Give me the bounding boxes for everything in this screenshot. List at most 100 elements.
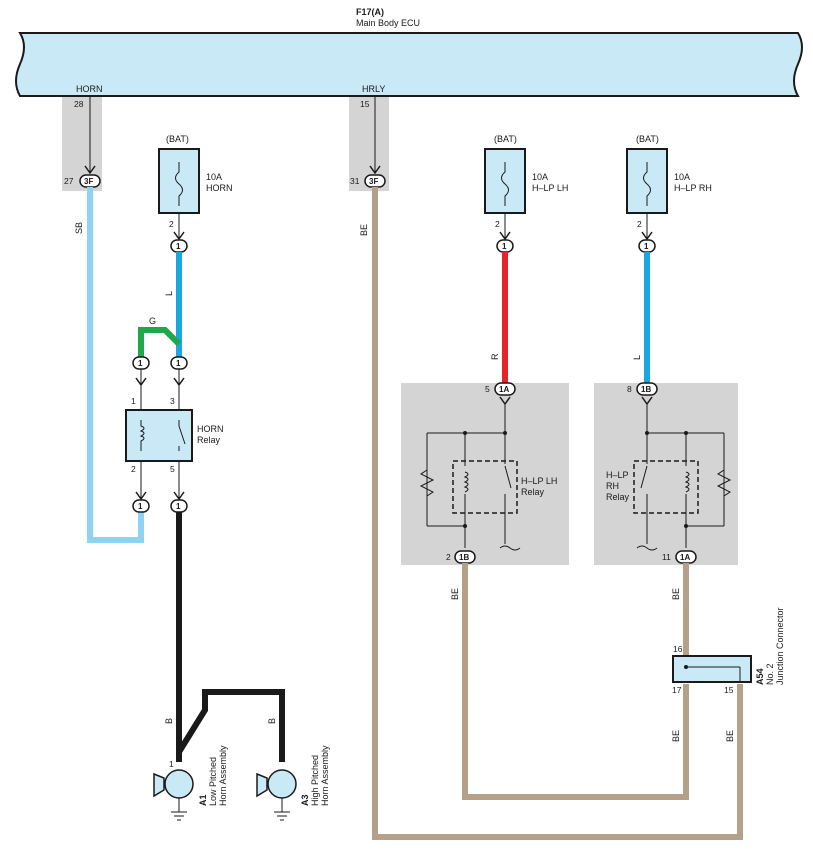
- relay-pin: 2: [131, 464, 136, 474]
- ecu-terminal-hrly: HRLY: [362, 84, 385, 94]
- wire-label-b: B: [164, 718, 174, 724]
- junction-connector-a54: [672, 655, 752, 683]
- fuse-icon: [175, 162, 183, 206]
- hlp-lh-relay: [452, 460, 518, 514]
- connector-pin: 8: [627, 384, 632, 394]
- hlp-rh-relay-label2: RH: [606, 481, 619, 491]
- junction-dot: [684, 665, 688, 669]
- junction-dot: [684, 524, 688, 528]
- ecu-terminal-horn: HORN: [76, 84, 103, 94]
- arrow-icon: [135, 377, 147, 387]
- horn-a1-label1: Low Pitched: [208, 757, 218, 806]
- fuse-horn-name: HORN: [206, 183, 233, 193]
- connector-label: 1: [138, 502, 143, 511]
- fuse-horn-source: (BAT): [166, 134, 189, 144]
- connector-pin: 31: [350, 176, 360, 186]
- horn-a1-id: A1: [198, 794, 208, 806]
- fuse-rh-source: (BAT): [636, 134, 659, 144]
- horn-body: [164, 769, 194, 799]
- hlp-lh-relay-label: H–LP LH: [521, 476, 557, 486]
- fuse-icon: [501, 162, 509, 206]
- fuse-lh-source: (BAT): [494, 134, 517, 144]
- arrow-icon: [369, 165, 381, 175]
- horn-relay: [125, 409, 193, 462]
- relay-coil-icon: [463, 471, 469, 493]
- arrow-icon: [84, 165, 96, 175]
- connector-label: 3F: [369, 177, 378, 186]
- connector-label: 1: [138, 359, 143, 368]
- fuse-rh-pin: 2: [637, 219, 642, 229]
- connector-label: 1A: [499, 385, 509, 394]
- wire-label-be: BE: [359, 224, 369, 236]
- jc-pin: 17: [672, 685, 682, 695]
- jc-pin: 16: [673, 644, 683, 654]
- junction-dot: [645, 431, 649, 435]
- horn-relay-label: HORN: [197, 424, 224, 434]
- connector-label: 3F: [84, 177, 93, 186]
- connector-label: 1: [176, 242, 181, 251]
- relay-pin: 1: [131, 396, 136, 406]
- wire-label-sb: SB: [74, 222, 84, 234]
- fuse-horn-pin: 2: [169, 219, 174, 229]
- connector-1: [132, 499, 150, 513]
- horn-pin: 1: [169, 759, 174, 769]
- fuse-rh-name: H–LP RH: [674, 183, 712, 193]
- jc-pin: 15: [724, 685, 734, 695]
- junction-id: A54: [755, 668, 765, 685]
- wire-g: [138, 327, 182, 357]
- relay-pin: 5: [170, 464, 175, 474]
- resistor-icon: [716, 469, 732, 497]
- horn-relay-label2: Relay: [197, 435, 221, 445]
- wire-label-r: R: [490, 353, 500, 360]
- wire-be-lh: [462, 563, 689, 800]
- ecu-horn-pin: 28: [74, 99, 84, 109]
- fuse-lh-pin: 2: [495, 219, 500, 229]
- relay-switch-icon: [640, 465, 648, 489]
- connector-1a: [494, 382, 516, 396]
- wire-be-main: [372, 187, 743, 840]
- connector-label: 1B: [459, 553, 469, 562]
- wire-label-b: B: [267, 718, 277, 724]
- connector-1b: [636, 382, 658, 396]
- wire-label-be: BE: [671, 588, 681, 600]
- connector-pin: 2: [446, 552, 451, 562]
- horn-a3-id: A3: [300, 794, 310, 806]
- hlp-rh-relay-label3: Relay: [606, 492, 630, 502]
- relay-coil-icon: [684, 471, 690, 493]
- hlp-rh-relay: [633, 460, 699, 514]
- junction-label1: No. 2: [765, 663, 775, 685]
- ecu-id: F17(A): [356, 7, 384, 17]
- arrow-icon: [173, 231, 185, 241]
- connector-label: 1: [176, 502, 181, 511]
- horn-icon: [256, 772, 268, 798]
- hlp-lh-relay-box: [401, 383, 569, 565]
- connector-label: 1: [502, 242, 507, 251]
- wire-label-l: L: [164, 291, 174, 296]
- horn-a1-label2: Horn Assembly: [218, 745, 228, 806]
- horn-a3-label2: Horn Assembly: [320, 745, 330, 806]
- wire-label-l: L: [632, 355, 642, 360]
- hlp-lh-relay-label2: Relay: [521, 487, 545, 497]
- fuse-horn-rating: 10A: [206, 172, 222, 182]
- fuse-lh-rating: 10A: [532, 172, 548, 182]
- horn-a3: [256, 769, 297, 821]
- connector-label: 1A: [680, 553, 690, 562]
- hlp-rh-relay-box: [594, 383, 738, 565]
- wire-label-g: G: [149, 316, 156, 326]
- resistor-icon: [419, 469, 435, 497]
- arrow-icon: [499, 231, 511, 241]
- connector-label: 1: [176, 359, 181, 368]
- connector-label: 1B: [641, 385, 651, 394]
- arrow-icon: [173, 491, 185, 501]
- junction-dot: [684, 431, 688, 435]
- connector-pin: 5: [485, 384, 490, 394]
- fuse-lh-name: H–LP LH: [532, 183, 568, 193]
- fuse-icon: [643, 162, 651, 206]
- horn-a1: [153, 769, 194, 821]
- junction-dot: [463, 431, 467, 435]
- horn-a3-label1: High Pitched: [310, 755, 320, 806]
- wire-sb: [87, 187, 144, 543]
- junction-label2: Junction Connector: [775, 607, 785, 685]
- connector-pin: 27: [64, 176, 74, 186]
